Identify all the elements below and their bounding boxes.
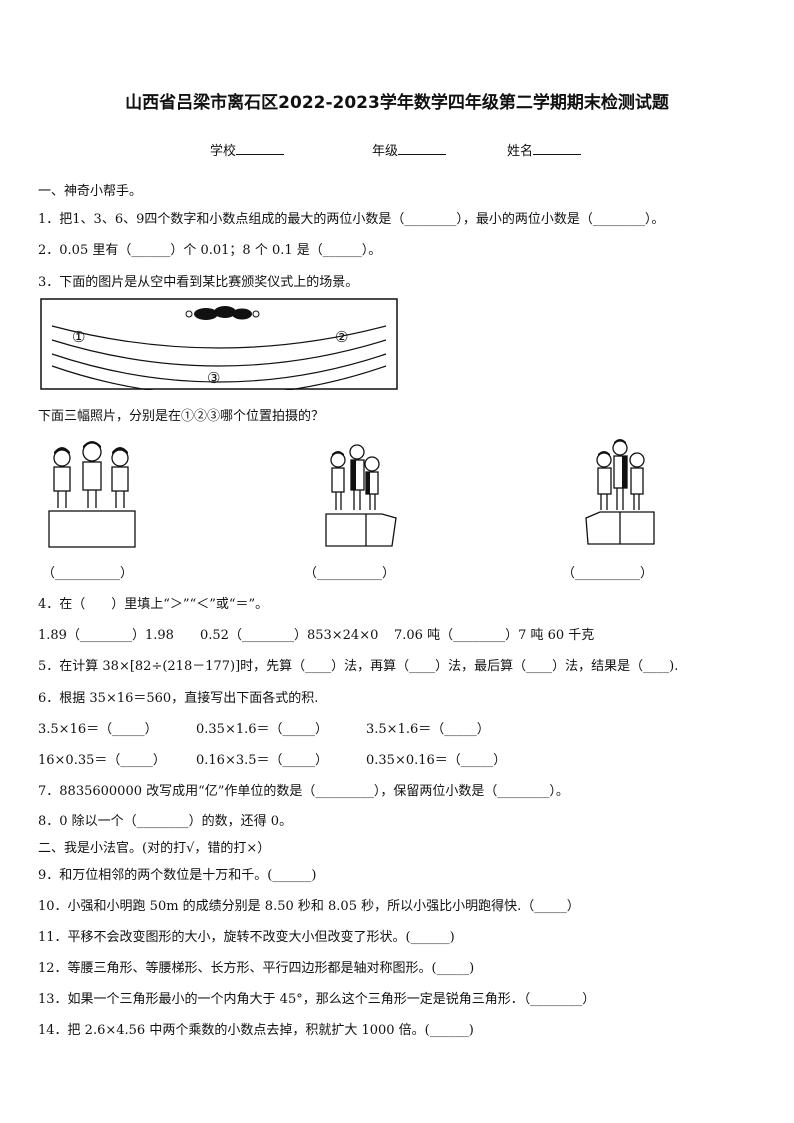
position-1-label: ① [72, 328, 86, 346]
school-field[interactable]: 学校 [210, 140, 285, 159]
section-1-heading: 一、神奇小帮手。 [38, 184, 143, 199]
name-field[interactable]: 姓名 [507, 140, 582, 159]
grade-field[interactable]: 年级 [372, 140, 447, 159]
question-4-item-3[interactable]: 7.06 吨（________）7 吨 60 千克 [394, 628, 595, 643]
question-6-row1-item1[interactable]: 3.5×16＝（_____） [38, 722, 158, 737]
question-6-row2-item2[interactable]: 0.16×3.5＝（_____） [196, 753, 329, 768]
question-3: 3．下面的图片是从空中看到某比赛颁奖仪式上的场景。 [38, 275, 359, 290]
question-3-sub: 下面三幅照片，分别是在①②③哪个位置拍摄的？ [38, 409, 325, 424]
question-4-item-1[interactable]: 1.89（________）1.98 [38, 628, 174, 643]
page-title: 山西省吕梁市离石区2022-2023学年数学四年级第二学期期末检测试题 [125, 93, 669, 113]
photo-2-answer[interactable]: （__________） [304, 566, 396, 581]
question-6: 6．根据 35×16＝560，直接写出下面各式的积. [38, 691, 319, 706]
photo-3-illustration [585, 439, 655, 545]
question-5: 5．在计算 38×[82÷(218－177)]时，先算（____）法，再算（__… [38, 659, 679, 674]
section-2-heading: 二、我是小法官。(对的打√，错的打×） [38, 841, 271, 856]
position-3-label: ③ [207, 369, 221, 387]
question-12: 12．等腰三角形、等腰梯形、长方形、平行四边形都是轴对称图形。(_____) [38, 961, 475, 976]
question-9: 9．和万位相邻的两个数位是十万和千。(______) [38, 868, 317, 883]
question-10: 10．小强和小明跑 50m 的成绩分别是 8.50 秒和 8.05 秒，所以小强… [38, 899, 580, 914]
question-2: 2．0.05 里有（______）个 0.01；8 个 0.1 是（______… [38, 243, 382, 258]
question-14: 14．把 2.6×4.56 中两个乘数的小数点去掉，积就扩大 1000 倍。(_… [38, 1023, 474, 1038]
position-2-label: ② [335, 328, 349, 346]
name-label: 姓名 [507, 144, 534, 159]
podium-top-icon [185, 306, 260, 320]
school-label: 学校 [210, 144, 237, 159]
photo-2-illustration [325, 444, 397, 547]
question-4-item-2[interactable]: 0.52（________）853×24×0 [200, 628, 379, 643]
question-6-row2-item1[interactable]: 16×0.35＝（_____） [38, 753, 166, 768]
name-blank[interactable] [533, 142, 582, 155]
question-11: 11．平移不会改变图形的大小，旋转不改变大小但改变了形状。(______) [38, 930, 455, 945]
question-4: 4．在（ ）里填上“＞”“＜”或“＝”。 [38, 597, 269, 612]
photo-3-answer[interactable]: （__________） [562, 566, 654, 581]
question-8: 8．0 除以一个（________）的数，还得 0。 [38, 814, 293, 829]
question-6-row2-item3[interactable]: 0.35×0.16＝（_____） [366, 753, 507, 768]
question-13: 13．如果一个三角形最小的一个内角大于 45°，那么这个三角形一定是锐角三角形．… [38, 992, 596, 1007]
grade-label: 年级 [372, 144, 399, 159]
school-blank[interactable] [236, 142, 285, 155]
grade-blank[interactable] [398, 142, 447, 155]
aerial-view-diagram [40, 298, 398, 390]
question-6-row1-item2[interactable]: 0.35×1.6＝（_____） [196, 722, 329, 737]
photo-1-illustration [48, 441, 136, 548]
photo-1-answer[interactable]: （__________） [42, 566, 134, 581]
question-6-row1-item3[interactable]: 3.5×1.6＝（_____） [366, 722, 490, 737]
question-7: 7．8835600000 改写成用“亿”作单位的数是（_________），保留… [38, 784, 569, 799]
question-1: 1．把1、3、6、9四个数字和小数点组成的最大的两位小数是（________），… [38, 212, 665, 227]
